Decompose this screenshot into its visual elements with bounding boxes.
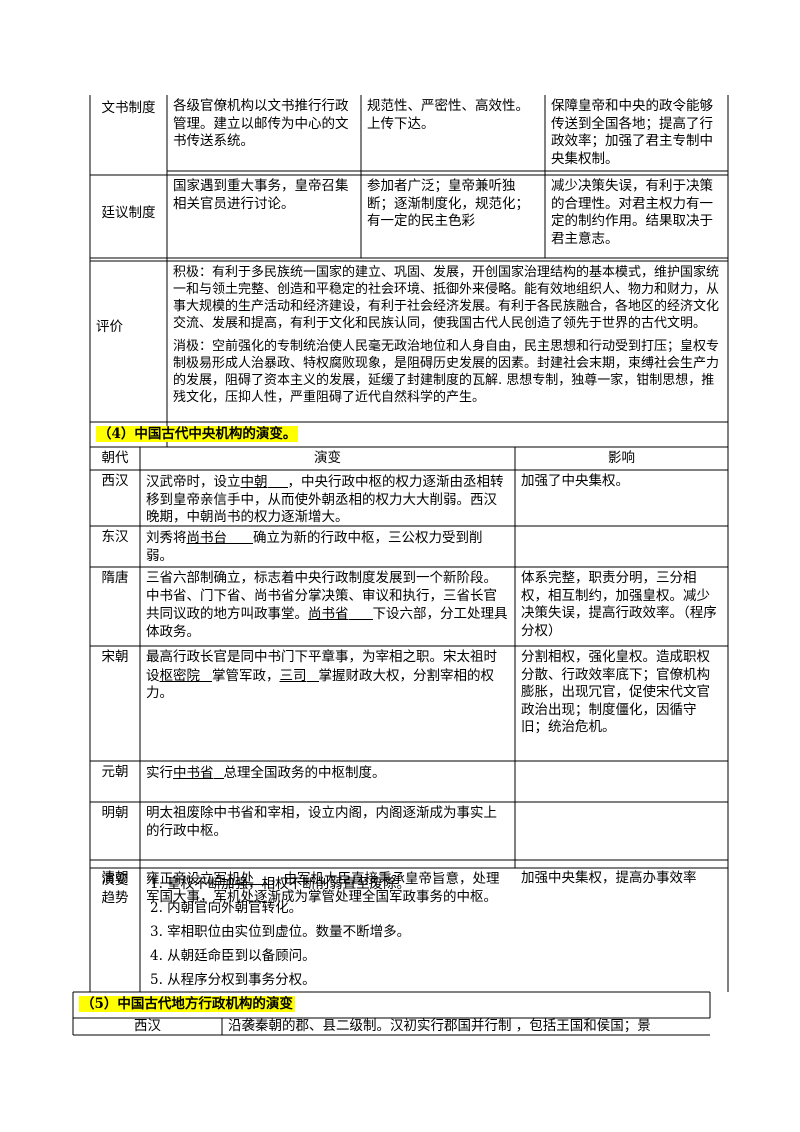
section5-row-text: 沿袭秦朝的郡、县二级制。汉初实行郡国并行制 ，包括王国和侯国；景 <box>228 1018 651 1034</box>
section5-title-cell: （5）中国古代地方行政机构的演变 <box>73 992 710 1018</box>
trend-item: 5. 从程序分权到事务分权。 <box>150 972 316 988</box>
dynasty-suitang: 隋唐 <box>101 570 129 586</box>
wenshu-feature: 规范性、严密性、高效性。上传下达。 <box>367 98 529 132</box>
text: 掌管军政， <box>212 667 280 684</box>
dynasty-qing: 清朝 <box>101 870 129 886</box>
evaluation-content: 积极：有利于多民族统一国家的建立、巩固、发展，开创国家治理结构的基本模式，维护国… <box>167 261 728 422</box>
impact-suitang: 体系完整，职责分明，三分相权，相互制约，加强皇权。减少决策失误，提高行政效率。（… <box>521 570 717 639</box>
wenshu-content: 各级官僚机构以文书推行行政管理。建立以邮传为中心的文书传送系统。 <box>173 98 349 149</box>
evolution-ming: 明太祖废除中书省和宰相，设立内阁，内阁逐渐成为事实上的行政中枢。 <box>146 805 497 839</box>
row-label-tingyi: 廷议制度 <box>101 205 156 221</box>
impact-donghan <box>515 526 728 567</box>
evaluation-positive: 积极：有利于多民族统一国家的建立、巩固、发展，开创国家治理结构的基本模式，维护国… <box>173 265 720 331</box>
underline-blank <box>227 529 253 544</box>
trend-label-line1: 演变 <box>101 872 129 888</box>
evaluation-negative: 消极：空前强化的专制统治使人民毫无政治地位和人身自由，民主思想和行动受到打压；皇… <box>173 339 720 405</box>
tingyi-effect: 减少决策失误，有利于决策的合理性。对君主权力有一定的制约作用。结果取决于君主意志… <box>551 178 713 247</box>
dynasty-donghan: 东汉 <box>101 529 129 545</box>
impact-ming <box>515 802 728 860</box>
evolution-yuan: 实行中书省总理全国政务的中枢制度。 <box>140 761 515 802</box>
evolution-donghan: 刘秀将尚书台确立为新的行政中枢，三公权力受到削弱。 <box>140 526 515 567</box>
trend-item: 1. 皇权不断加强，相权不断削弱直至废除。 <box>150 876 411 892</box>
text: ，中央行政中枢的权力逐渐由丞相转移到皇帝亲信手中，从而使外朝丞相的权力大大削弱。… <box>146 474 504 525</box>
section4-title-cell: （4）中国古代中央机构的演变。 <box>90 422 728 447</box>
underline-blank <box>254 870 270 885</box>
header-impact: 影响 <box>608 450 635 466</box>
text: 雍正帝设立 <box>146 871 214 887</box>
header-dynasty: 朝代 <box>101 450 129 466</box>
underline-blank <box>267 473 288 488</box>
dynasty-song: 宋朝 <box>101 649 129 665</box>
evolution-qing: 雍正帝设立军机处，由军机大臣直接秉承皇帝旨意，处理军国大事，军机处逐渐成为掌管处… <box>140 860 515 918</box>
row-label-evaluation: 评价 <box>96 319 123 335</box>
fill-answer: 三司 <box>279 667 307 684</box>
fill-answer: 中朝 <box>240 474 268 490</box>
trend-label: 演变 趋势 <box>90 868 140 992</box>
text: 三省六部制确立，标志着中央行政制度发展到一个新阶段。中书省、门下省、尚书省分掌决… <box>146 570 497 622</box>
wenshu-effect: 保障皇帝和中央的政令能够传送到全国各地；提高了行政效率；加强了君主专制中央集权制… <box>551 98 713 167</box>
trend-item: 4. 从朝廷命臣到以备顾问。 <box>150 948 316 964</box>
text: ，由军机大臣直接秉承皇帝旨意，处理军国大事，军机处逐渐成为掌管处理全国军政事务的… <box>146 871 500 905</box>
text: 总理全国政务的中枢制度。 <box>223 765 386 781</box>
fill-answer: 枢密院 <box>159 667 201 684</box>
section5-row-label: 西汉 <box>134 1018 161 1034</box>
fill-answer: 尚书台 <box>186 530 228 546</box>
tingyi-content: 国家遇到重大事务，皇帝召集相关官员进行讨论。 <box>173 178 349 212</box>
section5-title: （5）中国古代地方行政机构的演变 <box>79 996 295 1012</box>
section4-title: （4）中国古代中央机构的演变。 <box>96 426 299 442</box>
text: 掌握财政大权，分割宰相的权力。 <box>146 667 494 702</box>
dynasty-xihan: 西汉 <box>101 473 129 489</box>
impact-song: 分割相权，强化皇权。造成职权分散、行政效率底下；官僚机构膨胀，出现冗官，促使宋代… <box>521 649 710 735</box>
impact-yuan <box>515 761 728 802</box>
impact-xihan: 加强了中央集权。 <box>521 473 629 489</box>
underline-blank <box>306 667 319 682</box>
row-label-wenshu: 文书制度 <box>101 100 156 116</box>
text: 汉武帝时，设立 <box>146 474 241 490</box>
evolution-suitang: 三省六部制确立，标志着中央行政制度发展到一个新阶段。中书省、门下省、尚书省分掌决… <box>140 567 515 646</box>
underline-blank <box>348 605 373 620</box>
text: 刘秀将 <box>146 530 187 546</box>
text: 下设六部，分工处理具体政务。 <box>146 606 508 640</box>
trend-item: 2. 内朝官向外朝官转化。 <box>150 900 303 916</box>
fill-answer: 中书省 <box>173 765 214 781</box>
impact-qing: 加强中央集权，提高办事效率 <box>521 870 697 886</box>
text: 最高行政长官是同中书门下平章事，为宰相之职。宋太祖时设 <box>146 649 497 684</box>
evolution-xihan: 汉武帝时，设立中朝，中央行政中枢的权力逐渐由丞相转移到皇帝亲信手中，从而使外朝丞… <box>140 470 515 526</box>
text: 确立为新的行政中枢，三公权力受到削弱。 <box>146 530 483 564</box>
dynasty-yuan: 元朝 <box>101 764 129 780</box>
underline-blank <box>213 764 224 779</box>
fill-answer: 军机处 <box>213 871 255 887</box>
dynasty-ming: 明朝 <box>101 805 129 821</box>
fill-answer: 尚书省 <box>308 606 349 622</box>
trend-list: 1. 皇权不断加强，相权不断削弱直至废除。 2. 内朝官向外朝官转化。 3. 宰相职… <box>140 868 728 992</box>
header-evolution: 演变 <box>314 450 341 466</box>
trend-item: 3. 宰相职位由实位到虚位。数量不断增多。 <box>150 924 411 940</box>
evolution-song: 最高行政长官是同中书门下平章事，为宰相之职。宋太祖时设枢密院掌管军政，三司掌握财… <box>140 646 515 761</box>
trend-label-line2: 趋势 <box>101 889 129 906</box>
text: 实行 <box>146 765 173 781</box>
underline-blank <box>200 667 212 682</box>
tingyi-feature: 参加者广泛；皇帝兼听独断；逐渐制度化，规范化；有一定的民主色彩 <box>367 178 529 229</box>
